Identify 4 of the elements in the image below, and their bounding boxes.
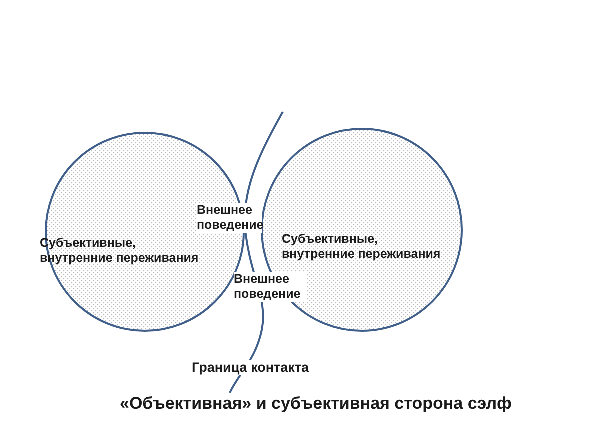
behavior-label: Внешнее поведение xyxy=(234,272,306,302)
boundary-label: Граница контакта xyxy=(192,360,310,375)
circle-text: Субъективные, внутренние переживания xyxy=(282,232,442,262)
caption: «Объективная» и субъективная сторона сэлф xyxy=(120,394,512,414)
